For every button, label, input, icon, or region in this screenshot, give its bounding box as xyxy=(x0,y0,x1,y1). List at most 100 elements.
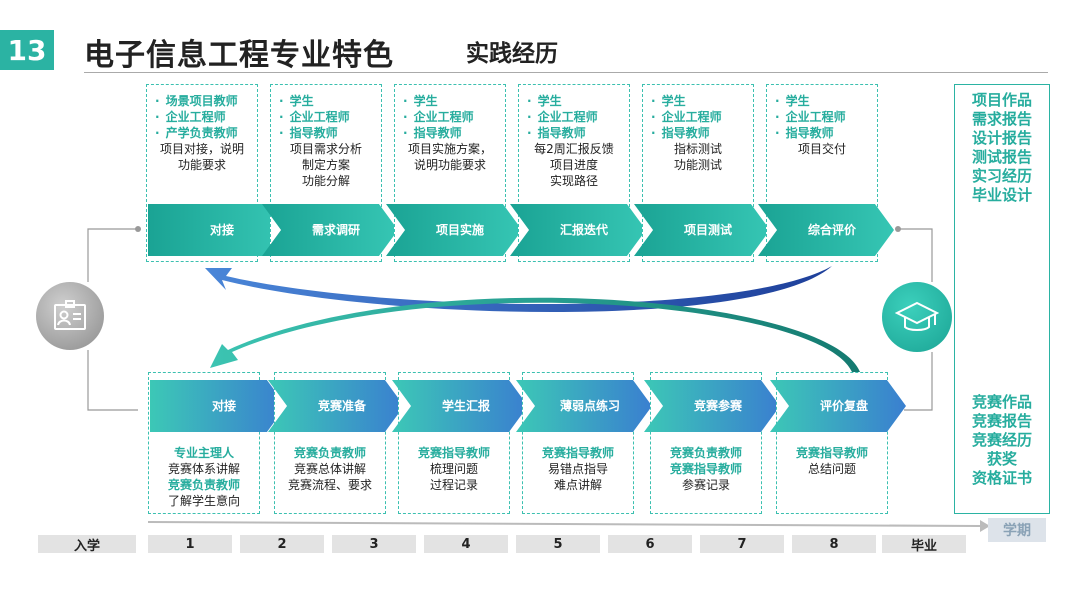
description-line: 功能分解 xyxy=(301,174,350,188)
role-item: 竞赛负责教师 xyxy=(293,446,366,460)
bottom-stage-chevron: 竞赛准备 xyxy=(268,380,404,432)
description-line: 了解学生意向 xyxy=(167,494,240,508)
role-item: 企业工程师 xyxy=(279,109,375,125)
stage-description: 每2周汇报反馈项目进度实现路径 xyxy=(519,141,629,189)
bottom-stage-chevron: 对接 xyxy=(150,380,286,432)
chevron-label: 汇报 xyxy=(559,223,584,237)
chevron-label: 薄弱点练习 xyxy=(559,399,620,413)
chevron-label: 评价复盘 xyxy=(819,399,868,413)
chevron-label: 项目测试 xyxy=(683,223,732,237)
outcome-item: 实习经历 xyxy=(971,167,1032,185)
role-item: 竞赛指导教师 xyxy=(795,446,868,460)
description-line: 实现路径 xyxy=(549,174,598,188)
description-line: 过程记录 xyxy=(429,478,478,492)
role-item: 竞赛负责教师 xyxy=(167,478,240,492)
description-line: 项目进度 xyxy=(549,158,598,172)
role-list: 学生企业工程师指导教师 xyxy=(519,85,629,141)
role-list: 学生企业工程师指导教师 xyxy=(643,85,753,141)
role-item: 学生 xyxy=(403,93,499,109)
competition-outcomes-list: 竞赛作品竞赛报告竞赛经历获奖资格证书 xyxy=(955,393,1049,488)
role-list: 学生企业工程师指导教师 xyxy=(395,85,505,141)
role-item: 指导教师 xyxy=(403,125,499,141)
top-stage-chevron: 综合评价 xyxy=(758,204,894,256)
top-stage-chevron: 对接 xyxy=(148,204,284,256)
outcome-item: 竞赛经历 xyxy=(971,431,1032,449)
description-line: 竞赛体系讲解 xyxy=(167,462,240,476)
chevron-label: 竞赛准备 xyxy=(317,399,366,413)
timeline-axis xyxy=(147,521,981,527)
bottom-stage-content: 专业主理人竞赛体系讲解竞赛负责教师了解学生意向 xyxy=(149,373,259,509)
section-number: 13 xyxy=(0,30,54,70)
bottom-stage-content: 竞赛指导教师总结问题 xyxy=(777,373,887,477)
role-item: 指导教师 xyxy=(651,125,747,141)
stage-description: 项目交付 xyxy=(767,141,877,157)
role-item: 学生 xyxy=(279,93,375,109)
stage-description: 项目需求分析制定方案功能分解 xyxy=(271,141,381,189)
role-item: 竞赛指导教师 xyxy=(669,462,742,476)
graduation-cap-icon xyxy=(895,301,939,331)
chevron-label: 项目实施 xyxy=(435,223,484,237)
outcome-item: 竞赛报告 xyxy=(971,412,1032,430)
outcomes-panel: 项目作品需求报告设计报告测试报告实习经历毕业设计 竞赛作品竞赛报告竞赛经历获奖资… xyxy=(954,84,1050,514)
top-stage-chevron: 汇报迭代 xyxy=(510,204,646,256)
role-list: 场景项目教师企业工程师产学负责教师 xyxy=(147,85,257,141)
role-item: 产学负责教师 xyxy=(155,125,251,141)
stage-description: 指标测试功能测试 xyxy=(643,141,753,173)
top-stage-chevron: 项目测试 xyxy=(634,204,770,256)
chevron-label: 对接 xyxy=(211,399,236,413)
outcome-item: 毕业设计 xyxy=(971,186,1032,204)
bottom-stage-content: 竞赛指导教师梳理问题过程记录 xyxy=(399,373,509,493)
description-line: 功能要求 xyxy=(177,158,226,172)
chevron-label: 综合评价 xyxy=(807,223,856,237)
description-line: 梳理问题 xyxy=(429,462,478,476)
description-line: 项目对接，说明 xyxy=(159,142,244,156)
role-item: 竞赛负责教师 xyxy=(669,446,742,460)
timeline-term: 3 xyxy=(332,535,416,553)
header-divider xyxy=(84,72,1048,73)
role-list: 学生企业工程师指导教师 xyxy=(271,85,381,141)
role-item: 指导教师 xyxy=(527,125,623,141)
top-stage-chevron: 项目实施 xyxy=(386,204,522,256)
description-line: 项目交付 xyxy=(797,142,846,156)
stage-description: 项目实施方案，说明功能要求 xyxy=(395,141,505,173)
description-line: 总结问题 xyxy=(807,462,856,476)
description-line: 指标测试 xyxy=(673,142,722,156)
timeline-axis-arrowhead xyxy=(980,520,990,532)
role-item: 竞赛指导教师 xyxy=(541,446,614,460)
timeline-term: 5 xyxy=(516,535,600,553)
left-bracket-line xyxy=(87,228,138,411)
right-bracket-line xyxy=(898,228,933,411)
chevron-label: 对接 xyxy=(209,223,234,237)
chevron-label: 需求调研 xyxy=(311,223,360,237)
right-bracket-dot xyxy=(895,226,901,232)
id-card-icon xyxy=(54,300,86,330)
chevron-label: 竞赛参赛 xyxy=(693,399,742,413)
outcome-item: 需求报告 xyxy=(971,110,1032,128)
timeline-term: 8 xyxy=(792,535,876,553)
description-line: 项目需求分析 xyxy=(289,142,362,156)
timeline-term: 7 xyxy=(700,535,784,553)
entry-circle xyxy=(36,282,104,350)
outcome-item: 项目作品 xyxy=(971,91,1032,109)
description-line: 竞赛流程、要求 xyxy=(287,478,372,492)
bottom-stage-content: 竞赛指导教师易错点指导难点讲解 xyxy=(523,373,633,493)
description-line: 竞赛总体讲解 xyxy=(293,462,366,476)
outcome-item: 资格证书 xyxy=(971,469,1032,487)
role-item: 企业工程师 xyxy=(775,109,871,125)
graduation-circle xyxy=(882,282,952,352)
timeline-start: 入学 xyxy=(38,535,136,554)
description-line: 制定方案 xyxy=(301,158,350,172)
description-line: 功能测试 xyxy=(673,158,722,172)
page-subtitle: 实践经历 xyxy=(466,41,558,67)
role-item: 专业主理人 xyxy=(173,446,234,460)
description-line: 难点讲解 xyxy=(553,478,602,492)
role-item: 指导教师 xyxy=(775,125,871,141)
bottom-stage-chevron: 薄弱点练习 xyxy=(516,380,652,432)
role-item: 企业工程师 xyxy=(527,109,623,125)
role-item: 竞赛指导教师 xyxy=(417,446,490,460)
timeline-term: 6 xyxy=(608,535,692,553)
timeline-term: 1 xyxy=(148,535,232,553)
bottom-stage-chevron: 竞赛参赛 xyxy=(644,380,780,432)
role-item: 企业工程师 xyxy=(651,109,747,125)
